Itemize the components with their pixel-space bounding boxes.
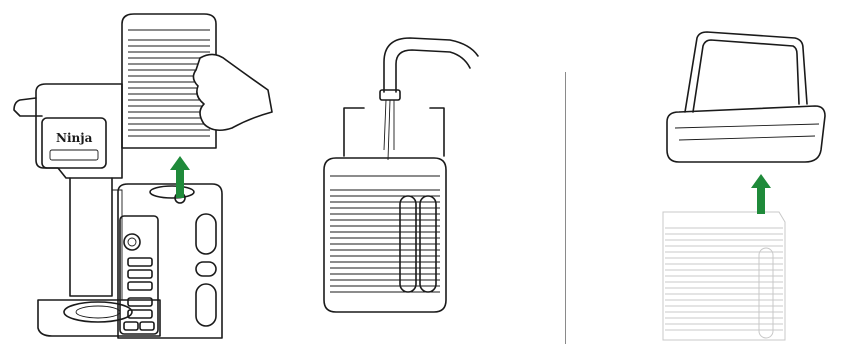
lower-housing: [118, 184, 222, 338]
step-divider: [565, 72, 566, 344]
drip-tray-ring: [64, 302, 132, 322]
hand-icon: [193, 54, 272, 130]
water-reservoir: [324, 108, 446, 312]
faucet-icon: [384, 38, 478, 92]
step-fill-reservoir-illustration: [300, 0, 550, 348]
lift-arrow-icon: [751, 174, 771, 214]
button-3: [128, 282, 152, 290]
step-remove-reservoir-illustration: Ninja: [0, 0, 300, 348]
water-reservoir-faded: [663, 212, 785, 340]
button-1: [128, 258, 152, 266]
button-2: [128, 270, 152, 278]
step-remove-lid-illustration: [575, 0, 850, 348]
ninja-logo: Ninja: [56, 131, 93, 145]
reservoir-lid: [667, 32, 825, 162]
machine-column: [70, 178, 112, 296]
lift-arrow-icon: [170, 156, 190, 198]
size-dial: [124, 234, 140, 250]
